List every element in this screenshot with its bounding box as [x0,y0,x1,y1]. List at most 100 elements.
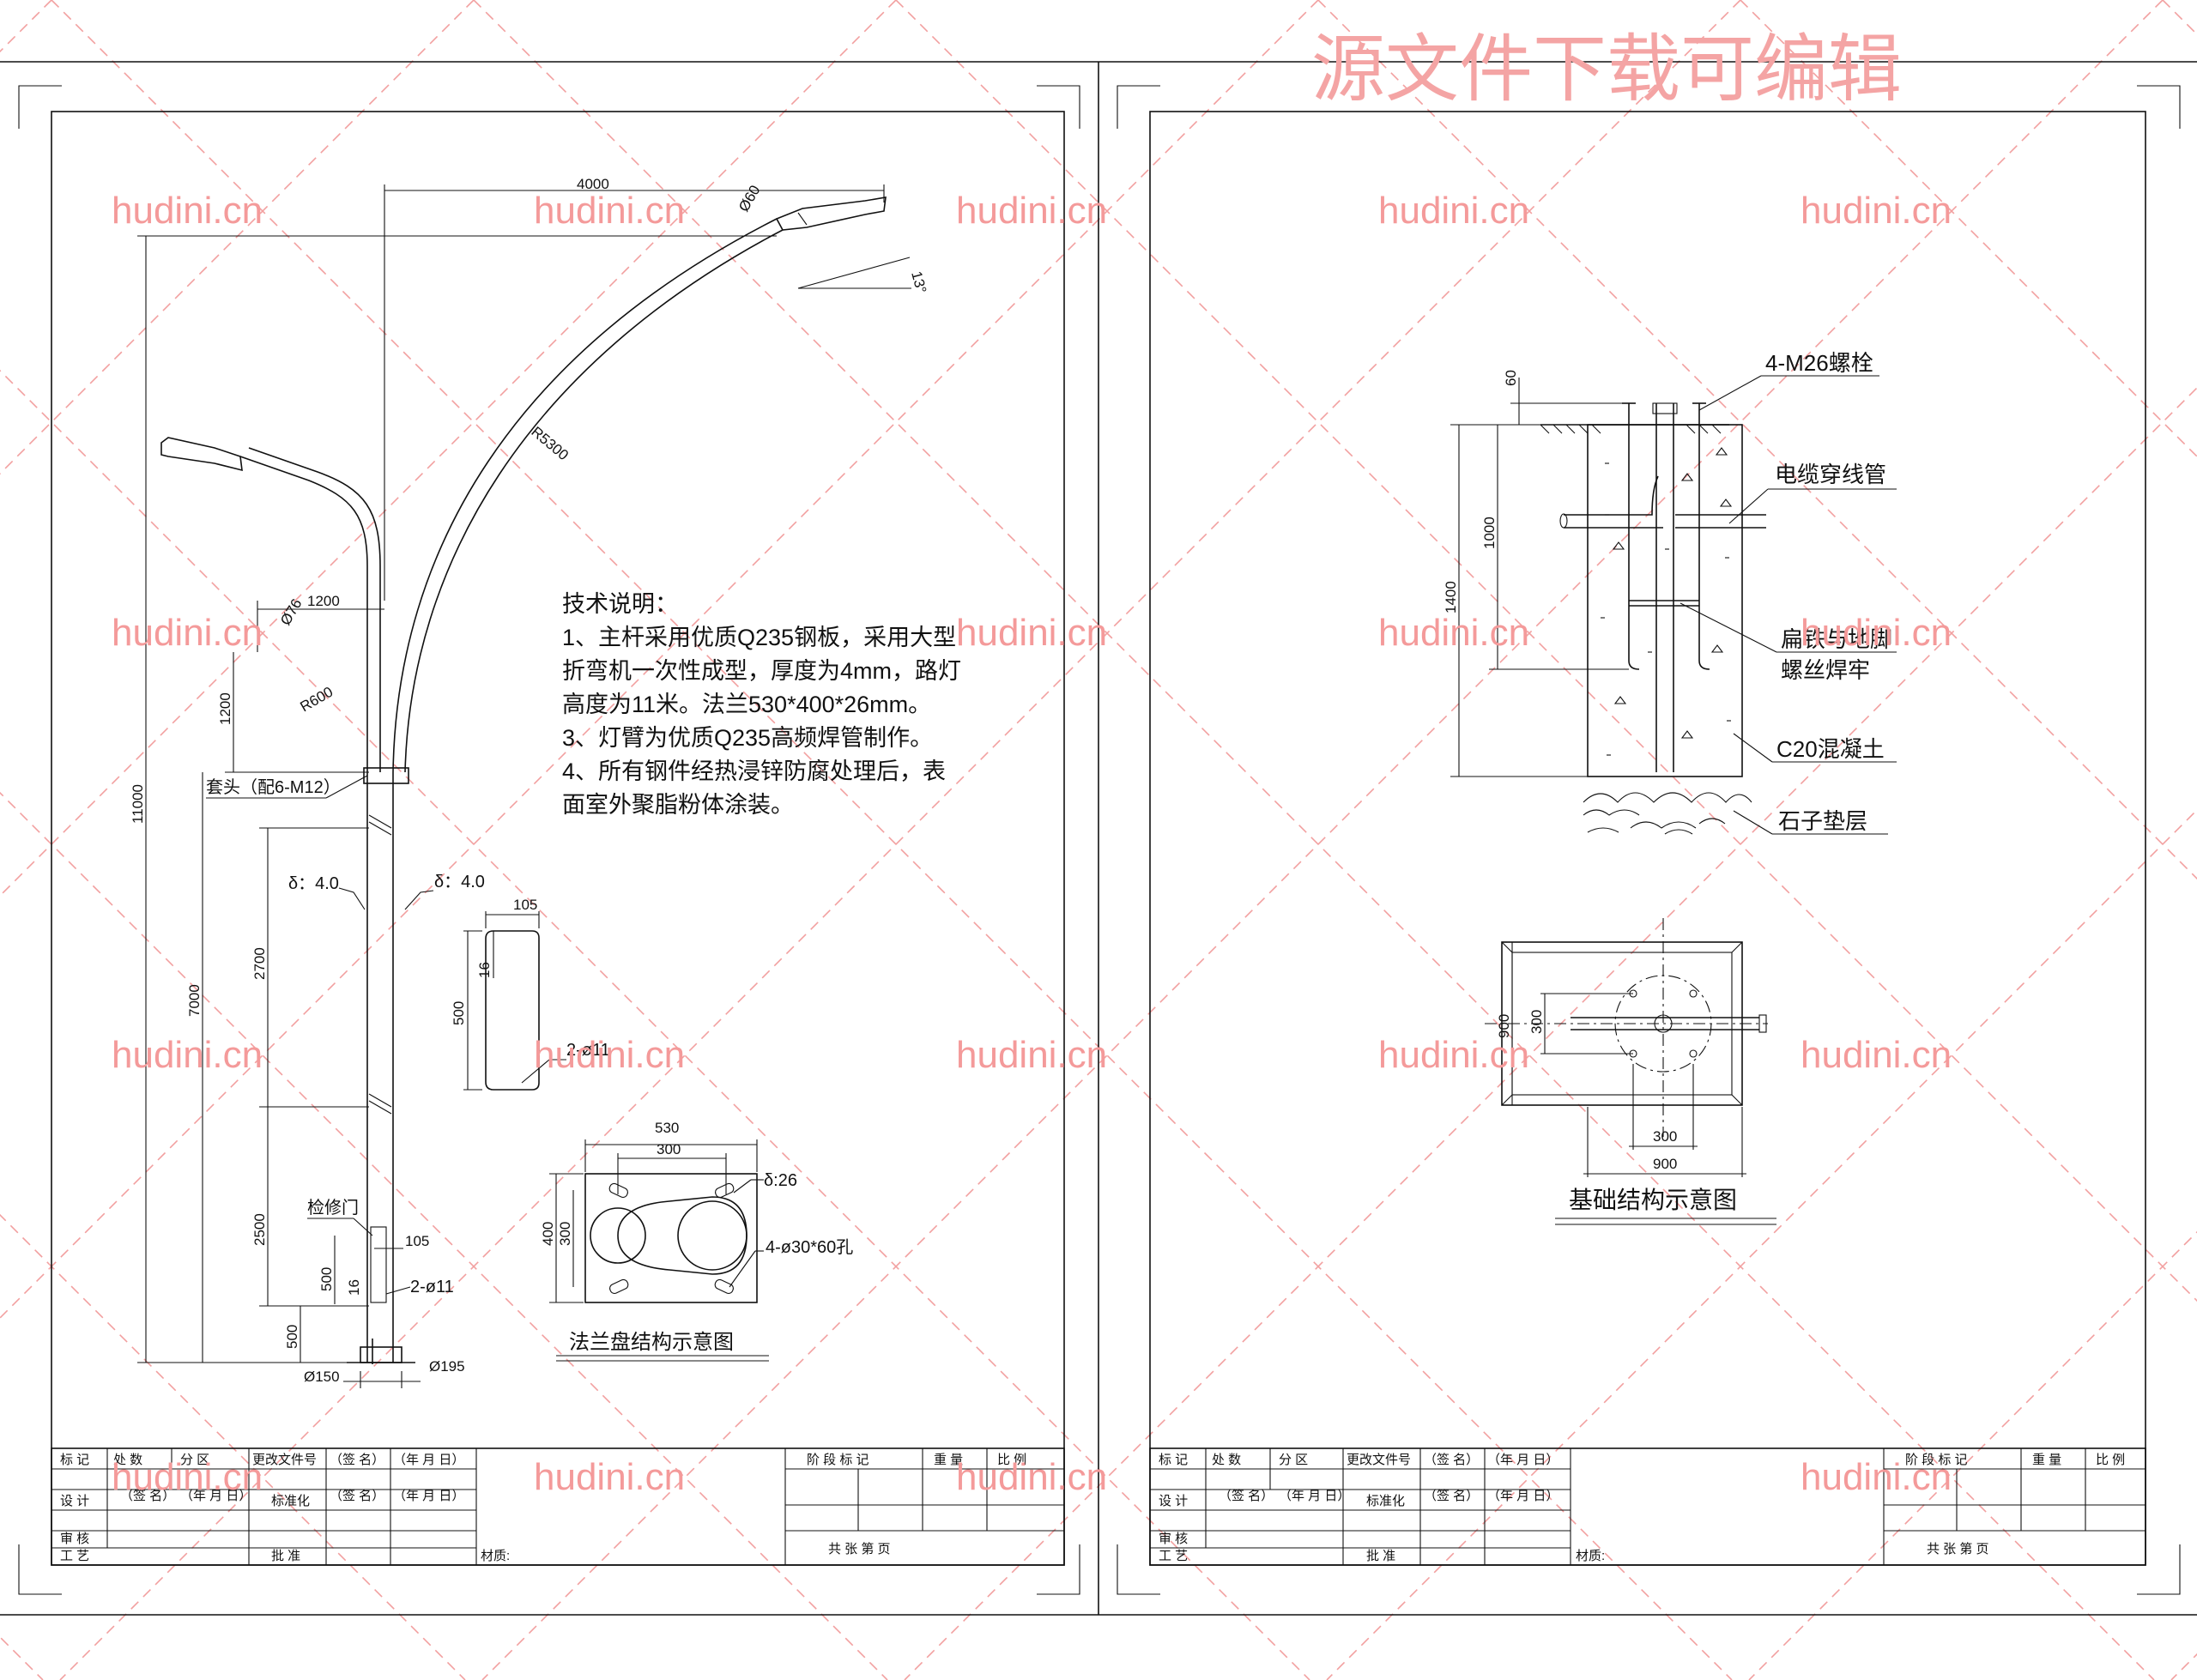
label-weld-1: 扁铁与地脚 [1781,626,1892,652]
tb-material: 材质: [481,1549,510,1563]
watermark-site: hudini.cn [534,1034,685,1076]
tech-note-line: 面室外聚脂粉体涂装。 [562,792,794,818]
label-conduit: 电缆穿线管 [1775,462,1886,487]
detail-holes: 2-ø11 [566,1041,610,1060]
watermark-line [0,1635,44,1680]
tb-date-3: （年 月 日） [1487,1489,1558,1503]
dim-500-bottom: 500 [284,1325,300,1349]
tb-craft: 工 艺 [60,1549,89,1563]
tb-stage: 阶 段 标 记 [807,1453,869,1467]
concrete-hatch [1601,447,1733,756]
flange-thickness: δ:26 [764,1171,797,1190]
tech-note-line: 高度为11米。法兰530*400*26mm。 [562,692,931,717]
watermark-line [0,0,52,53]
watermark-site: hudini.cn [956,1456,1107,1498]
pole-elevation [160,196,887,1364]
tb-approve: 批 准 [1366,1549,1395,1563]
watermark-line [2170,1653,2197,1680]
watermark-site: hudini.cn [956,190,1107,232]
detail-height: 500 [451,1001,467,1025]
tech-note-line: 4、所有钢件经热浸锌防腐处理后，表 [562,758,946,784]
tech-notes: 技术说明： 1、主杆采用优质Q235钢板，采用大型 折弯机一次性成型，厚度为4m… [562,591,961,818]
dim-1000: 1000 [1481,517,1498,549]
foundation-section [1540,402,1766,835]
watermark-line [0,369,1310,1680]
tb-date-2: （年 月 日） [180,1489,251,1503]
dim-60: 60 [1503,370,1519,386]
dim-door-105: 105 [405,1233,429,1249]
tb-mark: 标 记 [60,1453,89,1467]
tb-count: 处 数 [113,1453,142,1467]
dim-11000: 11000 [130,784,146,824]
watermark-site: hudini.cn [534,190,685,232]
watermark-line [0,791,888,1680]
flange-width-inner: 300 [657,1141,681,1157]
concrete-aggregate-mark [1612,541,1625,550]
tb-design: 设 计 [60,1494,89,1508]
watermark-line [0,0,475,475]
watermark-line [1748,1230,2197,1680]
tb-review: 审 核 [1159,1532,1188,1546]
tb-sign-3: （签 名） [330,1489,384,1503]
watermark-line [0,0,1319,1320]
plan-dim-300-h: 300 [1653,1128,1677,1145]
dim-small-pipe-dia: Ø76 [277,596,306,628]
label-door-holes: 2-ø11 [410,1278,454,1296]
label-gravel: 石子垫层 [1778,808,1867,834]
tb-mark: 标 记 [1159,1453,1188,1467]
concrete-aggregate-mark [1710,644,1724,653]
detail-width: 105 [513,897,537,913]
dim-base-dia-left: Ø150 [304,1369,340,1385]
label-sleeve: 套头（配6-M12） [206,777,341,797]
dim-door-16: 16 [346,1279,362,1296]
tb-material: 材质: [1576,1549,1605,1563]
watermark-site: hudini.cn [1378,612,1529,654]
dim-2500: 2500 [251,1213,268,1246]
tb-sign-2: （签 名） [1219,1489,1274,1503]
tb-change-doc: 更改文件号 [252,1453,317,1467]
watermark-text: 源文件下载可编辑 hudini.cn hudini.cn hudini.cn h… [112,27,1952,1498]
tb-sign-3: （签 名） [1424,1489,1479,1503]
label-bolts: 4-M26螺栓 [1765,350,1873,376]
tb-sign: （签 名） [330,1453,384,1467]
plan-dim-300-v: 300 [1528,1010,1545,1034]
watermark-line [1317,0,2197,880]
tb-count: 处 数 [1212,1453,1241,1467]
watermark-site: hudini.cn [112,612,263,654]
watermark-site: hudini.cn [1378,190,1529,232]
concrete-aggregate-mark [1680,473,1694,481]
watermark-line [0,0,897,897]
watermark-site: hudini.cn [956,1034,1107,1076]
watermark-site: hudini.cn [112,1456,263,1498]
tb-weight: 重 量 [934,1453,963,1467]
dim-7000: 7000 [186,984,203,1017]
title-block-left: 标 记 处 数 分 区 更改文件号 （签 名） （年 月 日） 设 计 （签 名… [51,1447,1065,1566]
dim-2700: 2700 [251,947,268,980]
watermark-site: hudini.cn [112,1034,263,1076]
tb-zone: 分 区 [180,1453,209,1467]
watermark-site: hudini.cn [534,1456,685,1498]
concrete-aggregate-mark [1719,499,1733,507]
label-thickness-right: δ：4.0 [434,873,485,891]
watermark-line [59,0,1741,1680]
watermark-site: hudini.cn [1378,1034,1529,1076]
flange-height-outer: 400 [540,1222,556,1246]
watermark-line [1326,808,2197,1680]
tb-date: （年 月 日） [1487,1453,1558,1467]
label-concrete: C20混凝土 [1776,736,1885,762]
foundation-section-labels: 4-M26螺栓 电缆穿线管 扁铁与地脚 螺丝焊牢 C20混凝土 石子垫层 60 … [1443,350,1897,835]
watermark-site: hudini.cn [1801,1034,1952,1076]
watermark-line [473,0,2155,1680]
watermark-line [895,0,2197,1302]
dim-1400: 1400 [1443,581,1459,613]
concrete-aggregate-mark [1613,696,1627,704]
watermark-line [481,0,2164,1680]
tb-pages: 共 张 第 页 [828,1541,891,1556]
foundation-plan: 900 300 300 900 基础结构示意图 [1485,918,1776,1225]
tb-change-doc: 更改文件号 [1347,1453,1411,1467]
detail-offset: 16 [476,962,493,978]
watermark-site: hudini.cn [1801,190,1952,232]
watermark-line [904,386,2197,1680]
